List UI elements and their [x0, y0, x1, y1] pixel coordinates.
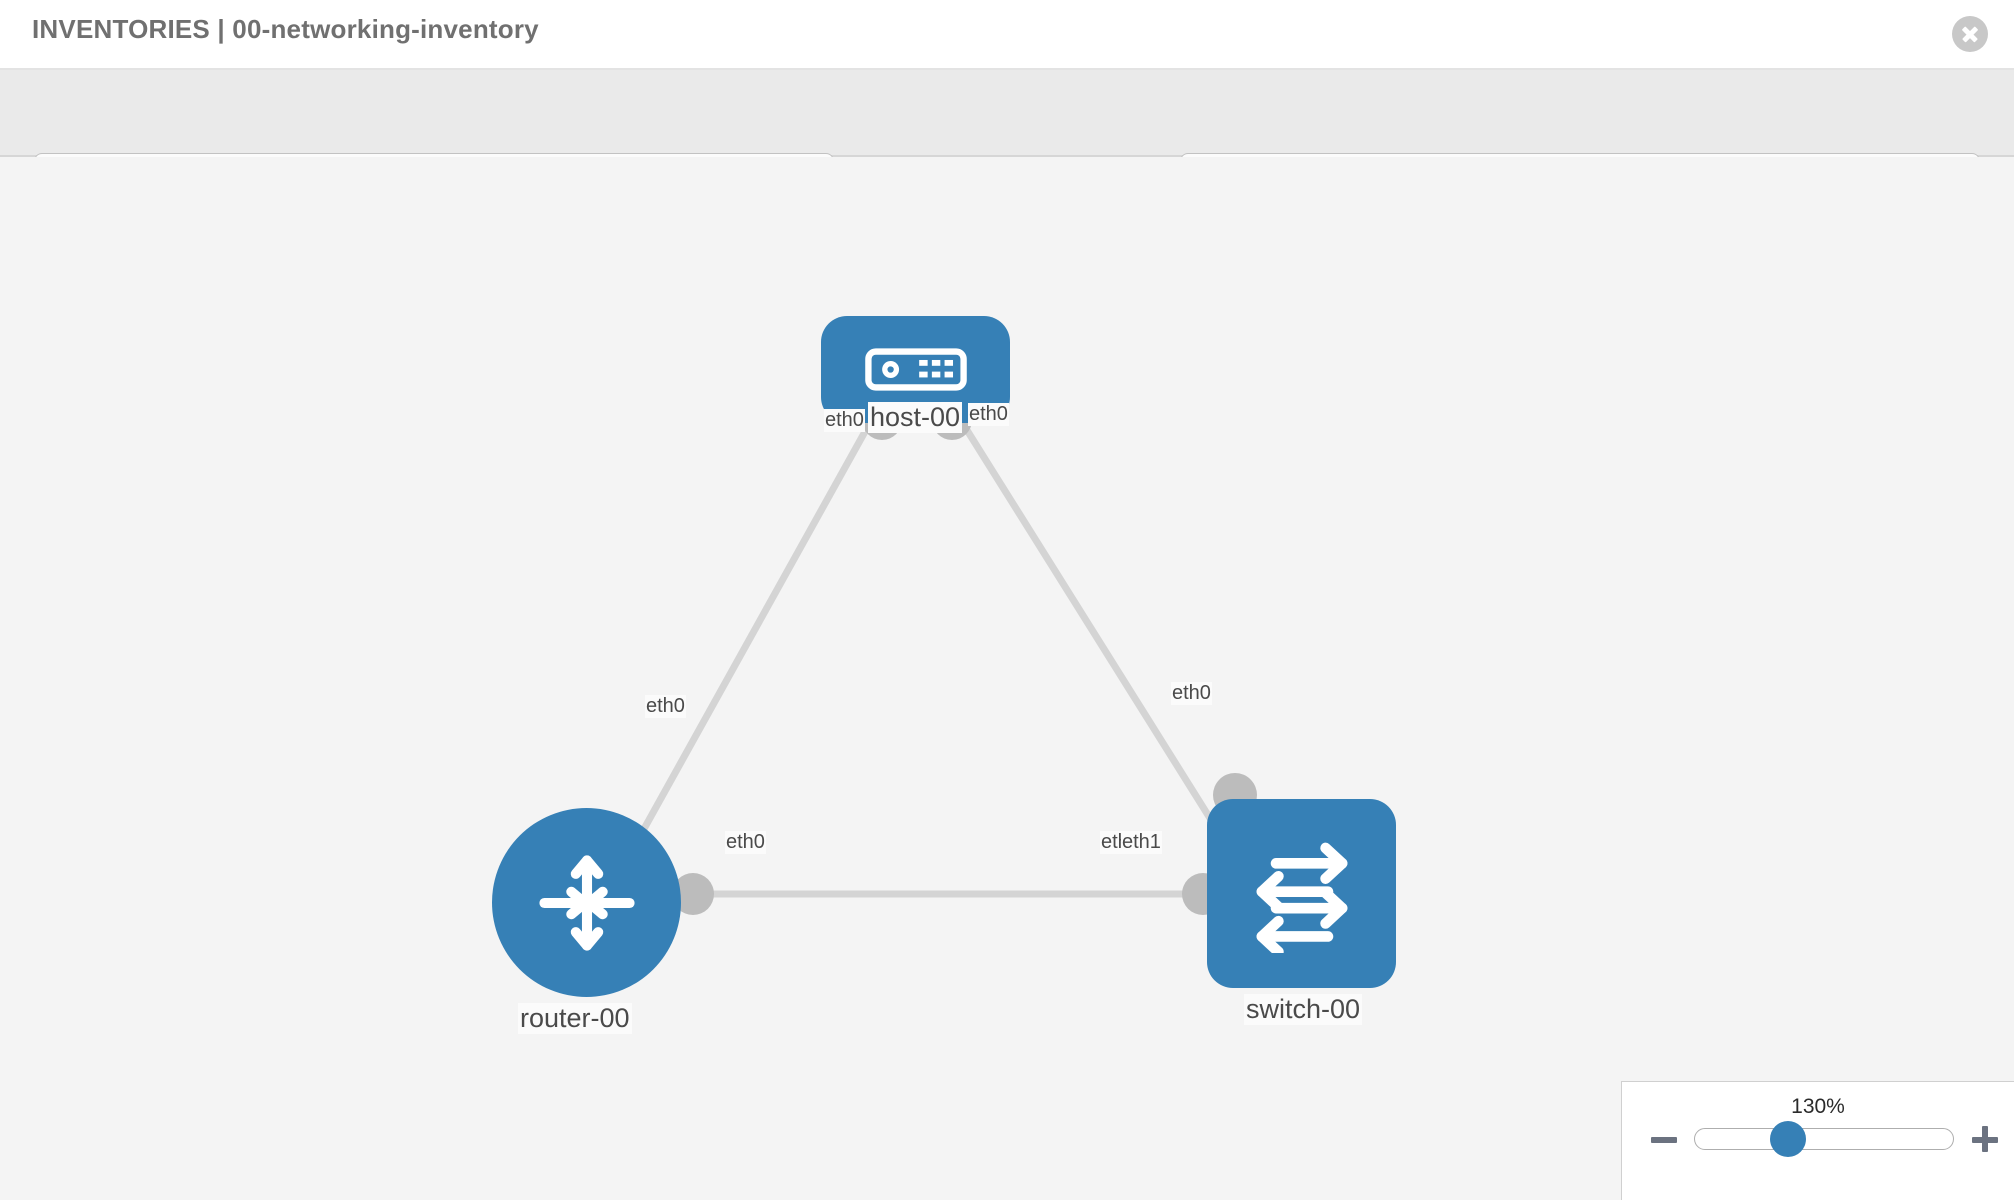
link-label-host-left: eth0	[824, 409, 865, 432]
link-label-router-up: eth0	[645, 695, 686, 718]
link-label-router-right: eth0	[725, 831, 766, 854]
zoom-percent-label: 130%	[1791, 1095, 1845, 1118]
link-label-switch-up: eth0	[1171, 682, 1212, 705]
close-icon[interactable]	[1952, 16, 1988, 52]
topology-edges	[621, 417, 1236, 898]
toolbar: ACTIONS SEARCH	[0, 70, 2014, 211]
minus-icon	[1651, 1137, 1677, 1143]
topology-canvas[interactable]: host-00 router-00	[0, 157, 2014, 1200]
zoom-slider-track[interactable]	[1694, 1128, 1954, 1150]
link-label-host-right: eth0	[968, 403, 1009, 426]
zoom-out-button[interactable]	[1651, 1126, 1677, 1152]
link-label-switch-left-over: eth1	[1121, 831, 1162, 854]
router-node-shape[interactable]	[492, 808, 681, 997]
node-label-host: host-00	[868, 402, 963, 433]
zoom-in-button[interactable]	[1972, 1126, 1998, 1152]
node-label-switch: switch-00	[1244, 994, 1363, 1025]
zoom-slider-thumb[interactable]	[1770, 1121, 1806, 1157]
node-label-router: router-00	[518, 1003, 632, 1034]
zoom-control-panel: 130%	[1621, 1081, 2014, 1200]
page-header: INVENTORIES | 00-networking-inventory	[0, 0, 2014, 70]
page-title: INVENTORIES | 00-networking-inventory	[32, 14, 539, 44]
switch-node-shape[interactable]	[1207, 799, 1396, 988]
plus-icon-vertical	[1982, 1126, 1988, 1152]
